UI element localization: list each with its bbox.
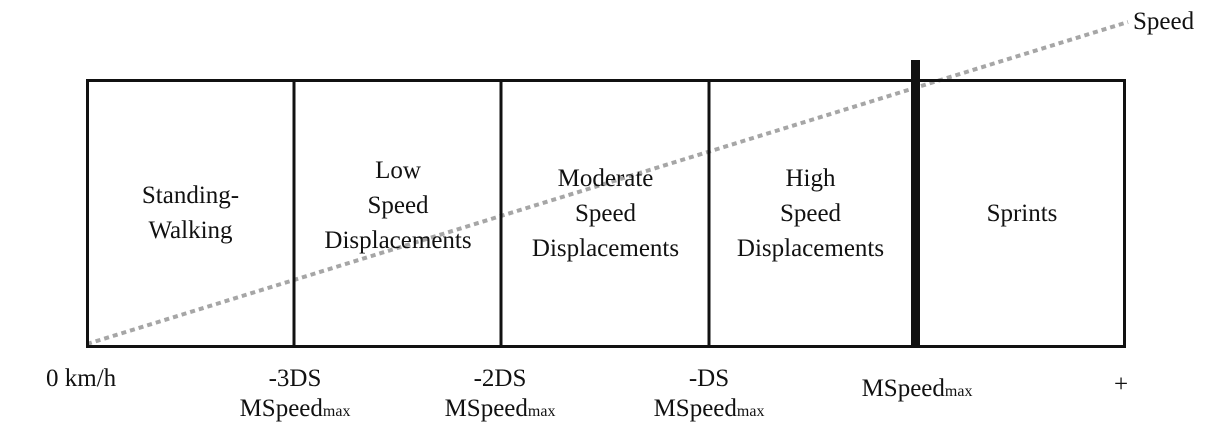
zone-text: Walking: [148, 217, 233, 244]
threshold-text: MSpeed: [653, 395, 737, 422]
threshold-max-speed: MSpeedmax: [852, 374, 982, 407]
threshold-minus-ds: -DS MSpeedmax: [644, 364, 774, 427]
subscript: max: [322, 403, 351, 420]
zone-sprints: Sprints: [920, 80, 1124, 346]
zones-frame: [86, 79, 1126, 348]
zone-text: Displacements: [324, 226, 472, 254]
zone-text: Sprints: [986, 199, 1058, 227]
threshold-minus-3ds: -3DS MSpeedmax: [230, 364, 360, 427]
threshold-text: -DS: [688, 365, 730, 392]
zone-text: Speed: [574, 199, 637, 227]
subscript: max: [736, 403, 765, 420]
zone-text: Displacements: [736, 234, 885, 262]
zone-text: Low: [375, 156, 421, 184]
subscript: max: [944, 383, 973, 400]
speed-trend-line: [86, 20, 1129, 346]
zone-text: Displacements: [531, 234, 680, 262]
zone-text: Speed: [367, 191, 429, 219]
zone-standing-walking: Standing- Walking: [88, 80, 293, 346]
threshold-text: -3DS: [268, 365, 322, 392]
threshold-text: MSpeed: [239, 395, 323, 422]
threshold-zero: 0 km/h: [46, 365, 117, 392]
threshold-text: MSpeed: [444, 395, 528, 422]
speed-axis-label: Speed: [1133, 8, 1195, 35]
zone-text: Speed: [779, 199, 842, 227]
threshold-text: MSpeed: [861, 375, 945, 402]
zone-text: Standing-: [141, 182, 240, 209]
threshold-text: -2DS: [473, 365, 527, 392]
threshold-plus: +: [1114, 371, 1129, 398]
subscript: max: [527, 403, 556, 420]
zone-text: High: [785, 164, 836, 192]
threshold-minus-2ds: -2DS MSpeedmax: [435, 364, 565, 427]
zone-text: Moderate: [557, 164, 654, 192]
